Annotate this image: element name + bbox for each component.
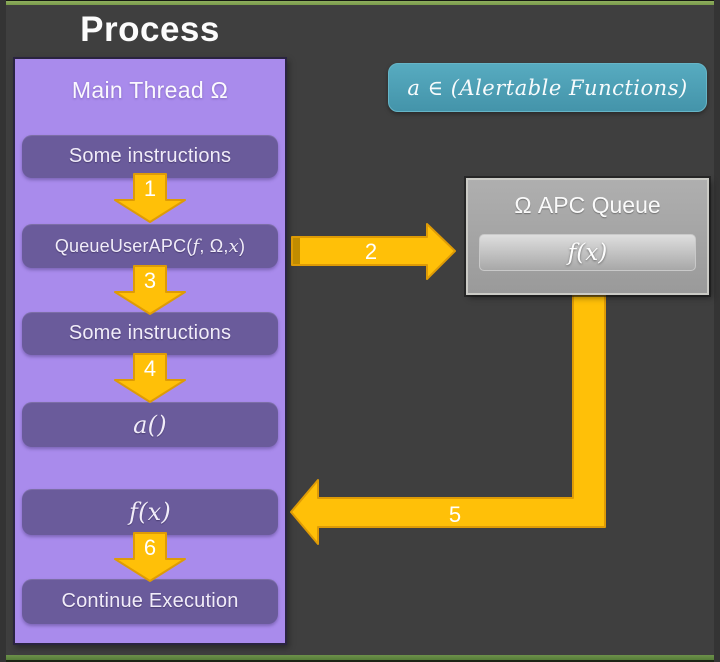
queue-user-apc-suffix: ) [238,235,246,256]
alertable-functions-badge: a ∈ (Alertable Functions) [388,63,707,112]
arrow-down-shape [114,265,186,315]
arrow-return-5-icon: 5 [290,294,606,545]
queue-user-apc-arg-x: x [228,235,239,257]
arrow-step-number: 2 [365,239,377,264]
queue-user-apc-mid: , Ω, [199,235,229,256]
arrow-bevel [293,238,300,264]
step-f-call: f(x) [22,489,278,535]
arrow-down-shape [114,353,186,403]
page-title: Process [80,10,220,49]
queue-user-apc-prefix: QueueUserAPC( [54,235,193,256]
arrow-down-6-icon: 6 [114,532,186,582]
frame-left-border [0,0,6,662]
step-some-instructions-2: Some instructions [22,312,278,355]
arrow-step-number: 5 [449,502,461,527]
arrow-down-shape [114,173,186,223]
arrow-down-1-icon: 1 [114,173,186,223]
frame-top-green-border [0,1,720,5]
arrow-step-number: 1 [144,176,156,201]
frame-top-line [0,0,720,1]
apc-queue-item: f(x) [479,234,696,271]
arrow-down-4-icon: 4 [114,353,186,403]
arrow-down-shape [114,532,186,582]
queue-user-apc-arg-f: f [192,235,200,257]
step-a-call: a() [22,402,278,447]
frame-bottom-green-border [0,655,720,660]
frame-right-border [714,0,720,662]
main-thread-box: Main Thread Ω Some instructions QueueUse… [13,57,287,645]
arrow-step-number: 4 [144,356,156,381]
step-some-instructions-1: Some instructions [22,135,278,178]
arrow-right-shape [291,223,456,280]
arrow-step-number: 3 [144,268,156,293]
arrow-step-number: 6 [144,535,156,560]
main-thread-title: Main Thread Ω [71,77,229,103]
step-queue-user-apc: QueueUserAPC(f, Ω, x) [22,224,278,268]
apc-queue-box: Ω APC Queue f(x) [466,178,709,295]
arrow-down-3-icon: 3 [114,265,186,315]
arrow-right-2-icon: 2 [291,223,456,280]
arrow-elbow-shape [290,294,606,545]
step-continue-execution: Continue Execution [22,579,278,624]
frame-bottom-line [0,660,720,662]
apc-queue-title: Ω APC Queue [514,192,661,218]
